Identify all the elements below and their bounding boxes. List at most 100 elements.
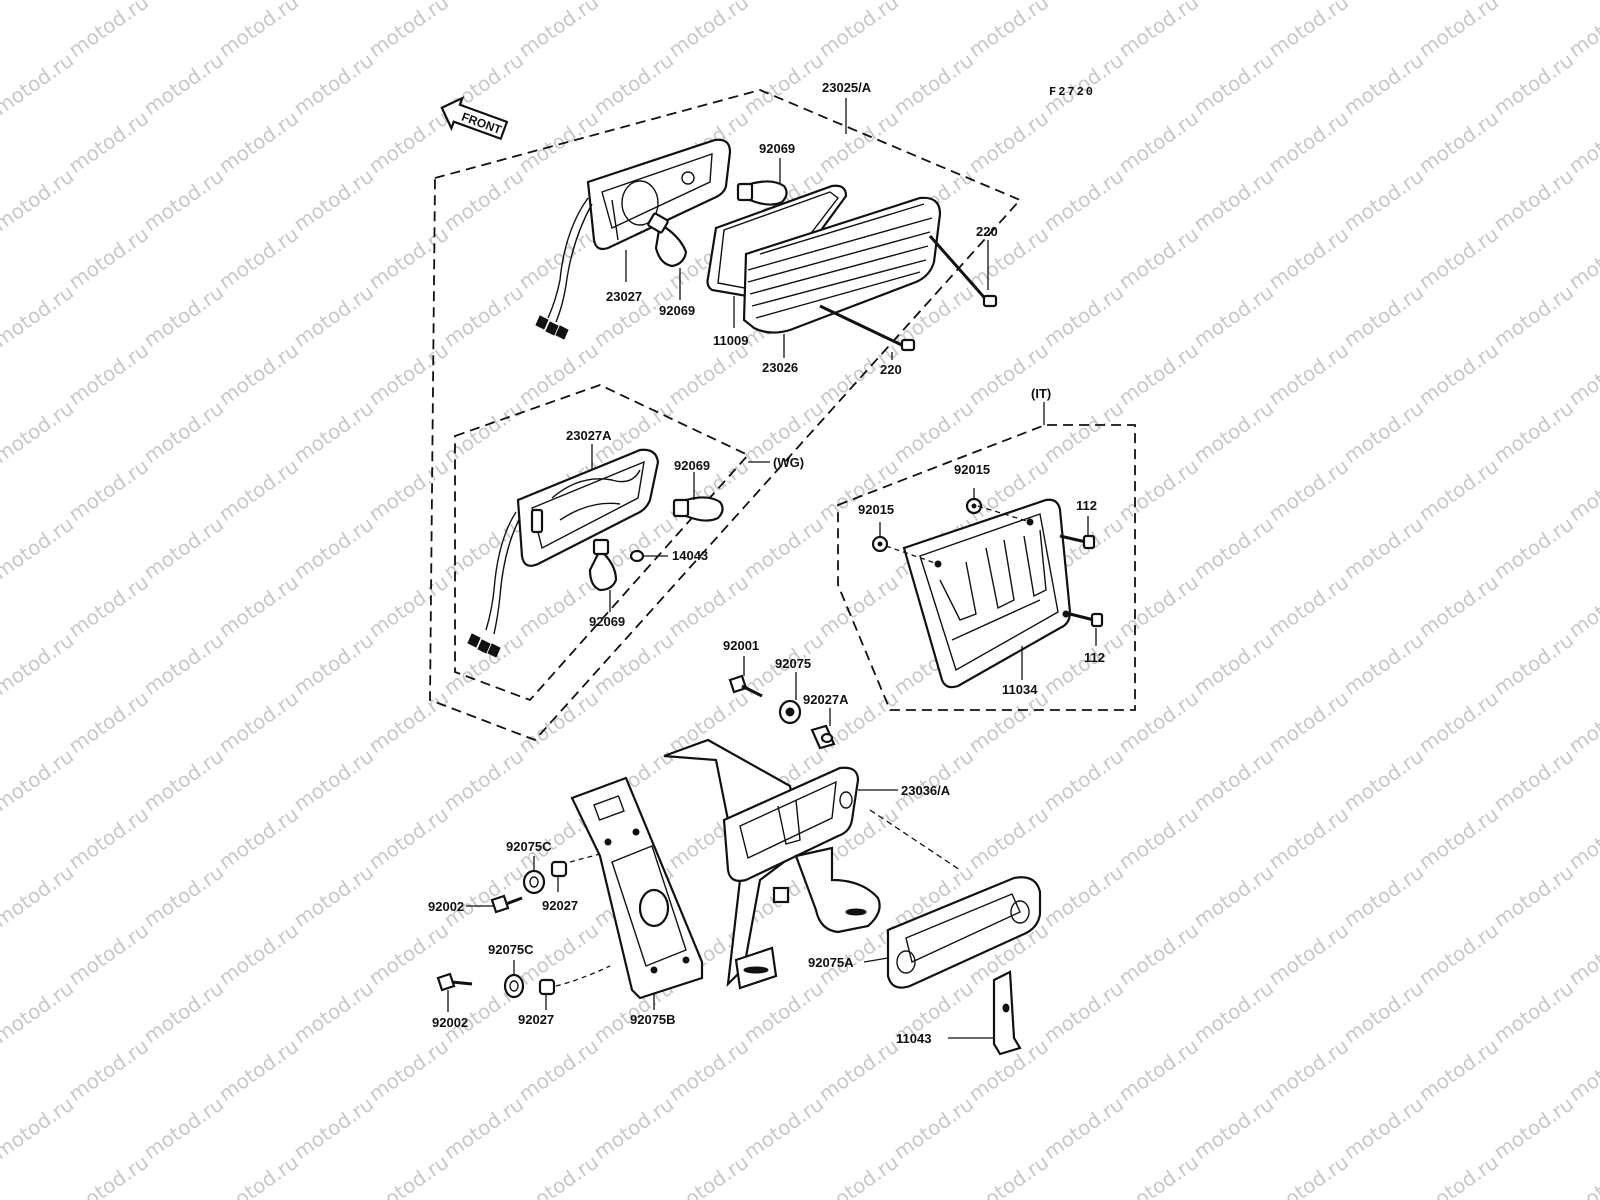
watermark-text: motod.ru xyxy=(1414,0,1503,62)
part-label: 92002 xyxy=(432,1015,468,1030)
watermark-text: motod.ru xyxy=(664,0,753,62)
watermark-text: motod.ru xyxy=(514,106,603,178)
bolt-92002-lower xyxy=(436,972,473,992)
watermark-text: motod.ru xyxy=(1489,0,1578,4)
watermark-text: motod.ru xyxy=(0,164,78,236)
watermark-text: motod.ru xyxy=(1039,396,1128,468)
watermark-text: motod.ru xyxy=(64,802,153,874)
watermark-text: motod.ru xyxy=(1414,1150,1503,1200)
watermark-text: motod.ru xyxy=(1264,0,1353,62)
watermark-text: motod.ru xyxy=(289,512,378,584)
watermark-text: motod.ru xyxy=(1189,628,1278,700)
watermark-text: motod.ru xyxy=(214,106,303,178)
washer-92075c-lower xyxy=(503,973,525,999)
screw-220-upper xyxy=(928,235,998,308)
variant-label-it: (IT) xyxy=(1031,386,1051,401)
screw-220-lower xyxy=(819,304,916,352)
watermark-text: motod.ru xyxy=(1339,976,1428,1048)
watermark-text: motod.ru xyxy=(0,628,78,700)
watermark-text: motod.ru xyxy=(364,106,453,178)
part-label: 23027 xyxy=(606,289,642,304)
bulb-92069-upper xyxy=(736,180,788,206)
watermark-text: motod.ru xyxy=(1564,918,1600,990)
watermark-text: motod.ru xyxy=(889,744,978,816)
watermark-text: motod.ru xyxy=(1264,454,1353,526)
watermark-text: motod.ru xyxy=(364,570,453,642)
variant-label-wg: (WG) xyxy=(773,455,804,470)
watermark-text: motod.ru xyxy=(514,686,603,758)
watermark-text: motod.ru xyxy=(0,48,78,120)
watermark-text: motod.ru xyxy=(739,0,828,4)
watermark-text: motod.ru xyxy=(214,802,303,874)
leader-92027-lower-dash xyxy=(555,965,611,987)
watermark-text: motod.ru xyxy=(1189,860,1278,932)
watermark-text: motod.ru xyxy=(1114,570,1203,642)
watermark-text: motod.ru xyxy=(289,628,378,700)
watermark-text: motod.ru xyxy=(1264,1150,1353,1200)
leader-92027-upper-dash xyxy=(569,853,601,863)
watermark-text: motod.ru xyxy=(964,802,1053,874)
watermark-text: motod.ru xyxy=(1564,570,1600,642)
watermark-text: motod.ru xyxy=(514,338,603,410)
watermark-text: motod.ru xyxy=(1189,396,1278,468)
watermark-text: motod.ru xyxy=(139,860,228,932)
watermark-text: motod.ru xyxy=(364,0,453,62)
leader-23036a-dash xyxy=(869,809,961,871)
watermark-text: motod.ru xyxy=(64,686,153,758)
watermark-text: motod.ru xyxy=(1039,164,1128,236)
watermark-text: motod.ru xyxy=(1564,454,1600,526)
part-label: 11043 xyxy=(896,1031,931,1046)
watermark-text: motod.ru xyxy=(289,0,378,4)
collar-92027-lower xyxy=(538,978,556,996)
watermark-text: motod.ru xyxy=(214,222,303,294)
watermark-text: motod.ru xyxy=(0,0,78,4)
watermark-text: motod.ru xyxy=(1489,164,1578,236)
watermark-text: motod.ru xyxy=(664,570,753,642)
watermark-text: motod.ru xyxy=(1189,280,1278,352)
watermark-text: motod.ru xyxy=(64,106,153,178)
watermark-text: motod.ru xyxy=(289,48,378,120)
clip-11043 xyxy=(992,970,1022,1056)
bulb-92069-lower xyxy=(647,212,688,268)
part-label: 92075B xyxy=(630,1012,676,1027)
watermark-text: motod.ru xyxy=(139,628,228,700)
watermark-text: motod.ru xyxy=(1339,164,1428,236)
watermark-text: motod.ru xyxy=(1039,48,1128,120)
it-plate-group-outline xyxy=(837,424,1136,711)
watermark-text: motod.ru xyxy=(1564,686,1600,758)
part-label: 23036/A xyxy=(901,783,951,798)
watermark-text: motod.ru xyxy=(1414,570,1503,642)
lamp-housing-23027a xyxy=(467,448,660,658)
watermark-text: motod.ru xyxy=(1189,0,1278,4)
watermark-text: motod.ru xyxy=(289,744,378,816)
watermark-text: motod.ru xyxy=(439,744,528,816)
watermark-text: motod.ru xyxy=(214,1034,303,1106)
watermark-text: motod.ru xyxy=(139,1092,228,1164)
watermark-text: motod.ru xyxy=(0,976,78,1048)
watermark-text: motod.ru xyxy=(1114,1150,1203,1200)
watermark-text: motod.ru xyxy=(814,1034,903,1106)
watermark-text: motod.ru xyxy=(1339,280,1428,352)
watermark-text: motod.ru xyxy=(1264,106,1353,178)
part-label: 92069 xyxy=(674,458,710,473)
watermark-text: motod.ru xyxy=(739,512,828,584)
figure-code: F2720 xyxy=(1049,85,1095,99)
watermark-text: motod.ru xyxy=(1114,1034,1203,1106)
watermark-text: motod.ru xyxy=(1414,918,1503,990)
watermark-text: motod.ru xyxy=(1564,338,1600,410)
watermark-text: motod.ru xyxy=(1339,0,1428,4)
watermark-text: motod.ru xyxy=(139,48,228,120)
watermark-text: motod.ru xyxy=(289,164,378,236)
watermark-text: motod.ru xyxy=(1264,686,1353,758)
watermark-text: motod.ru xyxy=(1564,802,1600,874)
watermark-text: motod.ru xyxy=(214,454,303,526)
watermark-text: motod.ru xyxy=(1414,802,1503,874)
watermark-text: motod.ru xyxy=(139,164,228,236)
watermark-text: motod.ru xyxy=(1414,338,1503,410)
watermark-text: motod.ru xyxy=(514,570,603,642)
lamp-housing-23027 xyxy=(535,138,732,340)
bulb-92069-wg-upper xyxy=(672,496,724,522)
front-arrow-icon: FRONT xyxy=(440,96,509,141)
watermark-text: motod.ru xyxy=(1264,222,1353,294)
